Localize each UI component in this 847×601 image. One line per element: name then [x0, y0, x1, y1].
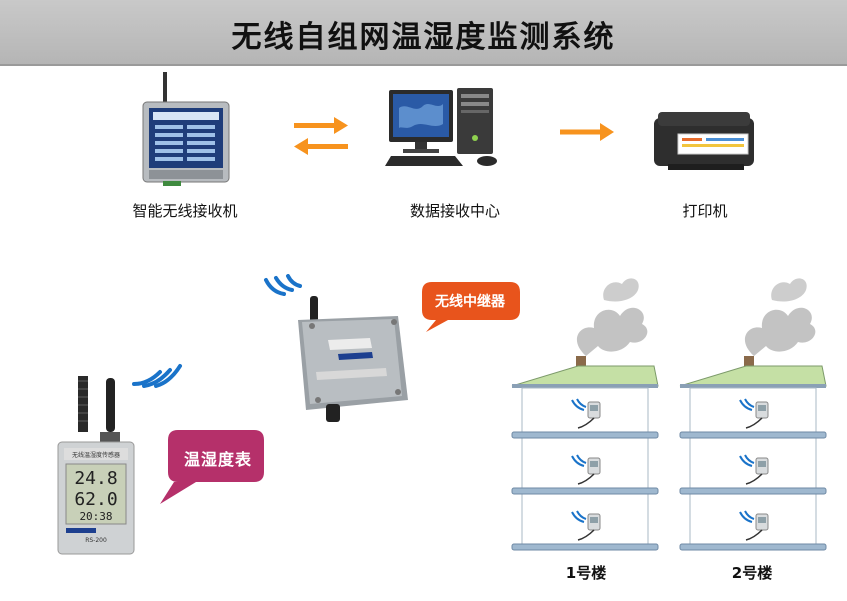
repeater-callout-label: 无线中继器: [435, 294, 505, 310]
printer-device: [648, 108, 760, 176]
wireless-signal-icon: [262, 274, 312, 310]
thermo-hygrometer-device: 无线温湿度传感器 24.8 62.0 20:38 RS-200: [56, 374, 136, 556]
building-2-sensor-cable-3: [745, 529, 763, 541]
bidirectional-arrows: [290, 114, 352, 158]
building-2-sensor-screen-3: [758, 517, 766, 523]
building-2-body: [689, 387, 817, 549]
building-1-floor-band-1: [511, 431, 659, 439]
building-1-sensor-cable-3: [577, 529, 595, 541]
meter-callout-label: 温湿度表: [183, 450, 252, 469]
building-1-sensor-cable-1: [577, 417, 595, 429]
building-2-label: 2号楼: [731, 564, 773, 582]
building-2-sensor-cable-2: [745, 473, 763, 485]
building-diagram: [508, 270, 838, 560]
receiver-caption: 智能无线接收机: [132, 202, 238, 220]
building-2-sensor-signal-inner-1: [744, 398, 755, 408]
building-2-chimney: [744, 356, 754, 368]
building-1-chimney: [576, 356, 586, 368]
building-2-sensor-signal-inner-2: [744, 454, 755, 464]
building-2-smoke-puff: [771, 278, 807, 302]
meter-humidity-readout: 62.0: [74, 489, 117, 510]
building-1-body: [521, 387, 649, 549]
building-1-sensor-screen-1: [590, 405, 598, 411]
building-2-smoke: [744, 307, 816, 356]
building-2-sensor-signal-inner-3: [744, 510, 755, 520]
repeater-device: [290, 292, 418, 424]
page-title: 无线自组网温湿度监测系统: [231, 20, 616, 55]
wireless-signal-icon: [130, 356, 190, 390]
meter-temp-readout: 24.8: [74, 468, 117, 489]
building-2-sensor-screen-1: [758, 405, 766, 411]
data-center-caption: 数据接收中心: [409, 202, 500, 220]
building-1-floor-band-3: [511, 543, 659, 551]
meter-header-text: 无线温湿度传感器: [72, 451, 120, 459]
building-1-sensor-signal-3: [571, 511, 585, 523]
data-center-computer: [385, 86, 515, 168]
title-banner: 无线自组网温湿度监测系统: [0, 0, 847, 66]
building-2-sensor-screen-2: [758, 461, 766, 467]
building-1-floor-band-2: [511, 487, 659, 495]
building-1-roof: [511, 365, 659, 387]
building-1-smoke: [576, 307, 648, 356]
building-1-sensor-screen-2: [590, 461, 598, 467]
printer-caption: 打印机: [682, 202, 728, 220]
building-2-sensor-signal-3: [739, 511, 753, 523]
building-2-sensor-signal-2: [739, 455, 753, 467]
building-1-sensor-cable-2: [577, 473, 595, 485]
building-2-sensor-cable-1: [745, 417, 763, 429]
building-1-sensor-signal-1: [571, 399, 585, 411]
receiver-device: [135, 70, 245, 188]
building-2-roof-edge: [680, 384, 826, 388]
building-1-sensor-signal-inner-2: [576, 454, 587, 464]
building-1-roof-edge: [512, 384, 658, 388]
building-1-sensor-signal-2: [571, 455, 585, 467]
meter-callout: 温湿度表: [152, 426, 268, 508]
building-1-sensor-signal-inner-3: [576, 510, 587, 520]
meter-model-text: RS-200: [85, 537, 107, 544]
building-2-roof: [679, 365, 827, 387]
arrow-to-printer: [560, 122, 616, 142]
building-1-sensor-signal-inner-1: [576, 398, 587, 408]
building-2-floor-band-3: [679, 543, 827, 551]
meter-time-readout: 20:38: [79, 510, 112, 523]
building-1-label: 1号楼: [565, 564, 607, 582]
building-1-smoke-puff: [603, 278, 639, 302]
building-1-sensor-screen-3: [590, 517, 598, 523]
building-2-sensor-signal-1: [739, 399, 753, 411]
building-2-floor-band-2: [679, 487, 827, 495]
repeater-callout: 无线中继器: [418, 280, 522, 334]
building-2-floor-band-1: [679, 431, 827, 439]
